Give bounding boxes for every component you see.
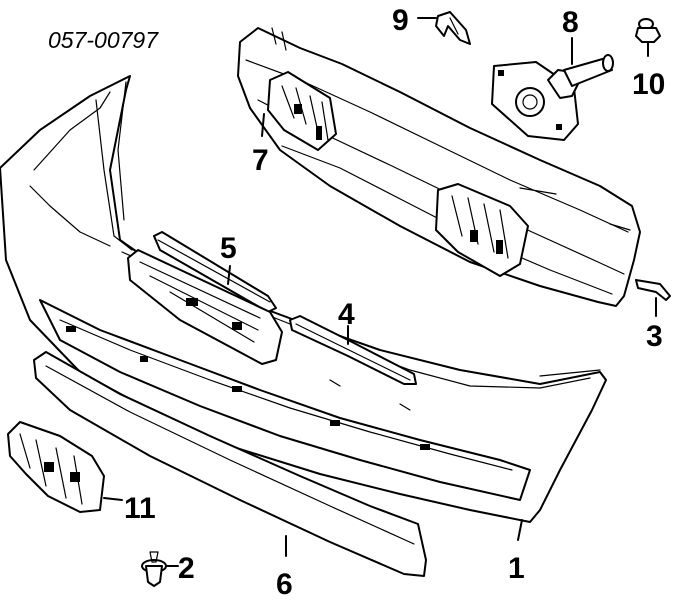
callout-5: 5 — [220, 232, 237, 265]
grommet-part-10 — [635, 18, 661, 43]
callout-6: 6 — [276, 568, 293, 600]
grille-strip-part-4 — [289, 315, 417, 385]
bumper-reinforcement — [237, 27, 641, 307]
lower-moulding-part-6 — [33, 351, 427, 577]
callout-1: 1 — [508, 552, 525, 585]
callout-2: 2 — [178, 552, 195, 585]
part-number: 057-00797 — [48, 27, 159, 53]
callout-4: 4 — [338, 298, 355, 331]
callout-9: 9 — [392, 4, 409, 37]
grille-panel — [127, 249, 283, 365]
clip-part-9 — [435, 11, 471, 45]
callout-10: 10 — [632, 68, 665, 101]
bracket-bolt-part-8 — [491, 54, 614, 141]
callout-7: 7 — [252, 144, 269, 177]
side-clip-part-3 — [635, 279, 671, 301]
push-clip-part-2 — [141, 551, 167, 587]
callout-11: 11 — [124, 492, 156, 525]
grille-strip-part-5 — [153, 231, 277, 313]
leader-11 — [103, 497, 123, 501]
callout-3: 3 — [646, 320, 663, 353]
callout-8: 8 — [562, 6, 579, 39]
lower-bracket-part-11 — [7, 421, 105, 513]
leader-7 — [261, 113, 265, 137]
leader-5 — [227, 265, 231, 285]
leader-1 — [517, 519, 523, 541]
